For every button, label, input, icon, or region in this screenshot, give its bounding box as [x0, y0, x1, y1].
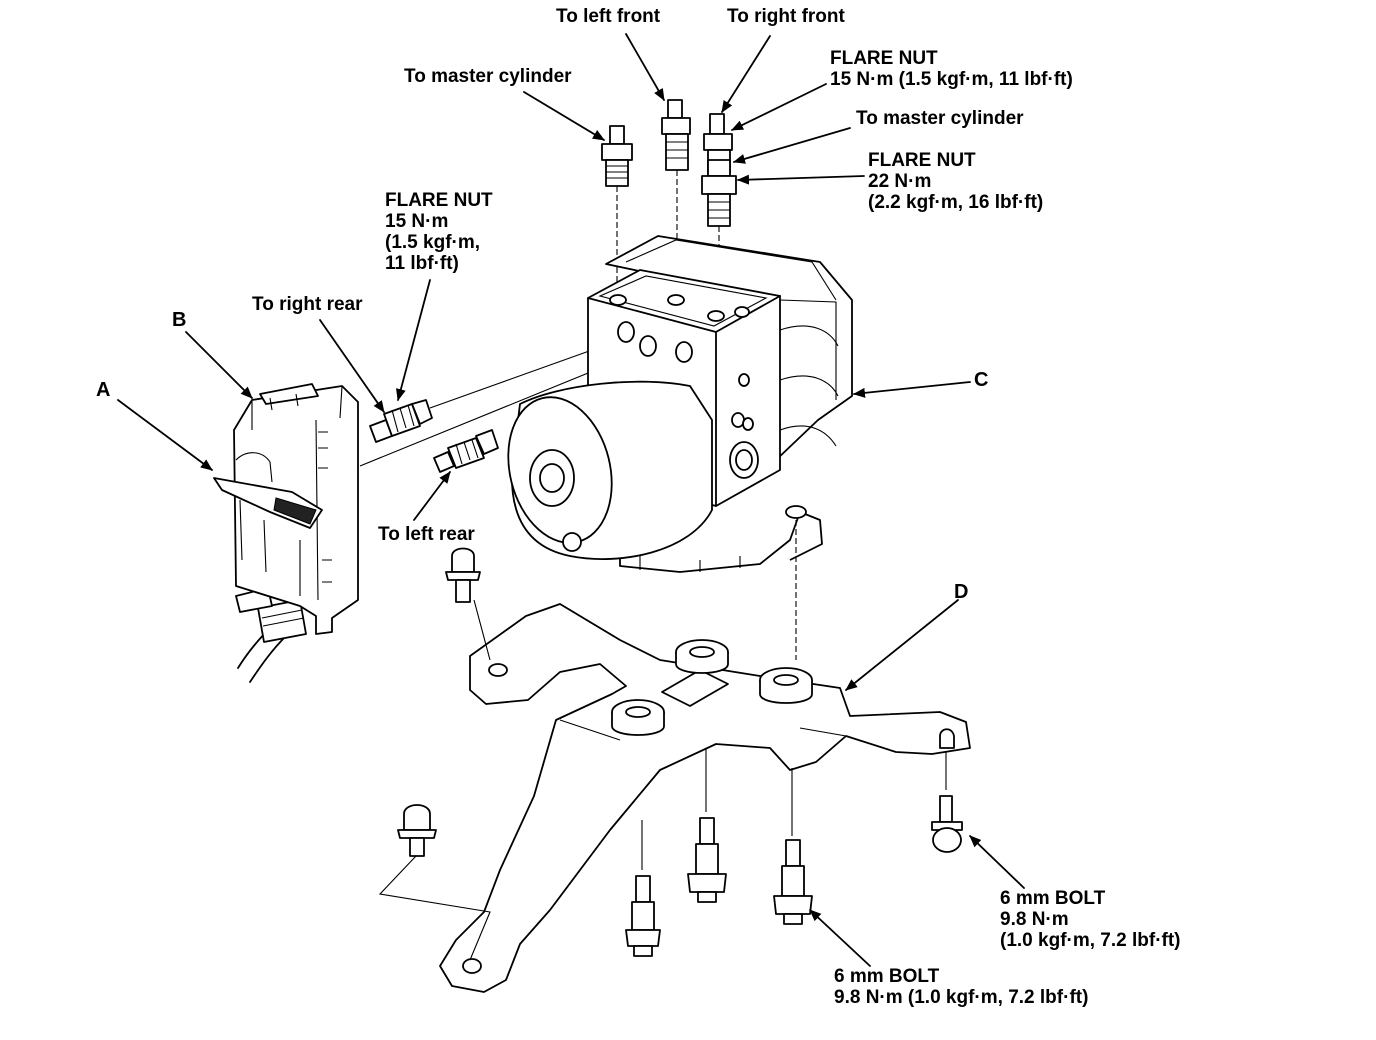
top-flare-nuts	[601, 99, 737, 312]
callout-letter-c: C	[974, 369, 989, 391]
callout-arrows	[117, 33, 1025, 967]
callout-letter-d: D	[954, 581, 969, 603]
label-to-left-rear: To left rear	[378, 524, 475, 545]
label-to-right-rear: To right rear	[252, 294, 363, 315]
label-bolt-bottom: 6 mm BOLT 9.8 N·m (1.0 kgf·m, 7.2 lbf·ft…	[834, 966, 1089, 1008]
callout-letter-b: B	[172, 309, 187, 331]
bracket-bolts	[397, 547, 963, 957]
label-bolt-right: 6 mm BOLT 9.8 N·m (1.0 kgf·m, 7.2 lbf·ft…	[1000, 888, 1181, 951]
abs-modulator-unit	[507, 235, 853, 573]
label-to-left-front: To left front	[556, 6, 661, 27]
connector-assembly	[213, 383, 359, 683]
rear-flare-nuts	[369, 399, 499, 473]
label-flare-nut-22: FLARE NUT 22 N·m (2.2 kgf·m, 16 lbf·ft)	[868, 150, 1044, 213]
callout-letter-a: A	[96, 379, 111, 401]
label-to-master-cylinder-left: To master cylinder	[404, 66, 572, 87]
label-flare-nut-top: FLARE NUT 15 N·m (1.5 kgf·m, 11 lbf·ft)	[830, 48, 1073, 90]
mounting-bracket	[439, 603, 971, 993]
label-to-master-cylinder-right: To master cylinder	[856, 108, 1024, 129]
label-to-right-front: To right front	[727, 6, 845, 27]
label-flare-nut-left: FLARE NUT 15 N·m (1.5 kgf·m, 11 lbf·ft)	[385, 190, 493, 274]
